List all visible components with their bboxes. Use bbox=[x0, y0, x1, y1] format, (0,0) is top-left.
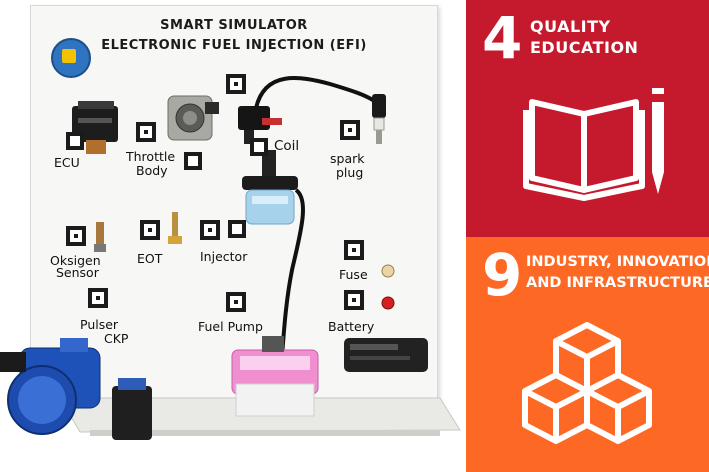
label-eot: EOT bbox=[137, 251, 163, 266]
efi-simulator-photo: SMART SIMULATOR ELECTRONIC FUEL INJECTIO… bbox=[0, 5, 461, 440]
label-pulser-line1: Pulser bbox=[80, 317, 119, 332]
label-coil: Coil bbox=[274, 138, 300, 154]
sdg4-line1: QUALITY bbox=[530, 17, 611, 36]
institution-logo bbox=[51, 38, 91, 78]
board-title-line1: SMART SIMULATOR bbox=[160, 18, 308, 33]
label-spark-line1: spark bbox=[330, 151, 365, 166]
label-pulser-line2: CKP bbox=[104, 331, 129, 346]
spark-plug bbox=[372, 94, 386, 144]
fuel-filter bbox=[242, 150, 298, 225]
label-injector: Injector bbox=[200, 249, 248, 264]
fuel-tank bbox=[231, 336, 319, 417]
label-fuse: Fuse bbox=[339, 267, 368, 282]
eot-sensor bbox=[168, 212, 182, 244]
stacked-cubes-icon bbox=[522, 322, 652, 444]
label-fuel-pump: Fuel Pump bbox=[198, 319, 263, 334]
electric-motor bbox=[0, 338, 101, 435]
sdg9-tile: 9 INDUSTRY, INNOVATION AND INFRASTRUCTUR… bbox=[466, 237, 709, 472]
label-spark-line2: plug bbox=[336, 165, 364, 180]
label-battery: Battery bbox=[328, 319, 375, 334]
label-oksigen-line2: Sensor bbox=[56, 265, 99, 280]
book-pencil-icon bbox=[523, 88, 664, 201]
sdg9-line1: INDUSTRY, INNOVATION bbox=[526, 254, 709, 270]
component-drawing bbox=[0, 74, 461, 440]
label-ecu: ECU bbox=[54, 155, 80, 170]
pulser-rotor bbox=[112, 378, 152, 440]
fuse-holder bbox=[381, 264, 395, 278]
battery-indicator bbox=[381, 296, 395, 310]
label-throttle-line2: Body bbox=[136, 163, 168, 178]
label-throttle-line1: Throttle bbox=[126, 149, 176, 164]
oxygen-sensor bbox=[94, 222, 106, 252]
label-oksigen-line1: Oksigen bbox=[50, 253, 101, 268]
sdg4-tile: 4 QUALITY EDUCATION bbox=[466, 0, 709, 237]
simulator-board: SMART SIMULATOR ELECTRONIC FUEL INJECTIO… bbox=[30, 5, 438, 407]
ignition-coil bbox=[238, 106, 282, 144]
throttle-body bbox=[167, 95, 219, 141]
sdg4-number: 4 bbox=[482, 4, 523, 72]
board-title-line2: ELECTRONIC FUEL INJECTION (EFI) bbox=[101, 38, 367, 53]
power-adapter bbox=[344, 338, 428, 372]
sdg9-number: 9 bbox=[482, 241, 523, 309]
sdg4-line2: EDUCATION bbox=[530, 38, 639, 57]
sdg9-line2: AND INFRASTRUCTURE bbox=[526, 275, 709, 291]
